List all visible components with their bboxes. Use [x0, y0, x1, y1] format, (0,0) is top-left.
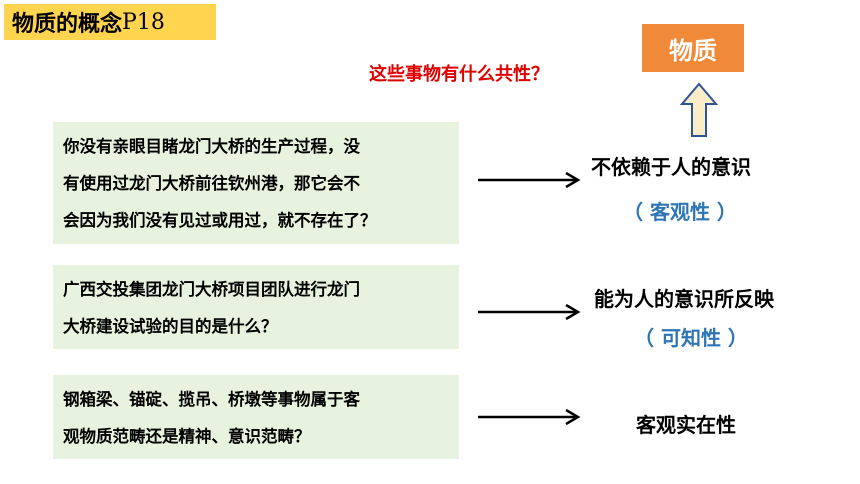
panel-line: 广西交投集团龙门大桥项目团队进行龙门: [63, 280, 360, 299]
question-panel-2: 广西交投集团龙门大桥项目团队进行龙门 大桥建设试验的目的是什么？: [53, 265, 459, 349]
result-sub-1: （ 客观性 ）: [623, 200, 737, 224]
question-panel-1: 你没有亲眼目睹龙门大桥的生产过程，没 有使用过龙门大桥前往钦州港，那它会不 会因…: [53, 122, 459, 244]
panel-line: 你没有亲眼目睹龙门大桥的生产过程，没: [63, 137, 360, 156]
question-panel-3: 钢箱梁、锚碇、揽吊、桥墩等事物属于客 观物质范畴还是精神、意识范畴？: [53, 375, 459, 459]
panel-line: 会因为我们没有见过或用过，就不存在了？: [63, 211, 377, 230]
up-arrow-icon: [680, 82, 718, 137]
result-main-3: 客观实在性: [636, 413, 736, 437]
result-main-2: 能为人的意识所反映: [594, 287, 774, 311]
result-sub-2: （ 可知性 ）: [634, 326, 748, 350]
panel-line: 有使用过龙门大桥前往钦州港，那它会不: [63, 174, 360, 193]
result-main-1: 不依赖于人的意识: [591, 155, 751, 179]
slide-title-page: P18: [122, 9, 165, 35]
panel-line: 钢箱梁、锚碇、揽吊、桥墩等事物属于客: [63, 390, 360, 409]
panel-line: 观物质范畴还是精神、意识范畴？: [63, 427, 311, 446]
question-text: 这些事物有什么共性？: [369, 64, 549, 85]
right-arrow-icon: [478, 304, 581, 320]
right-arrow-icon: [478, 172, 581, 188]
panel-line: 大桥建设试验的目的是什么？: [63, 317, 278, 336]
right-arrow-icon: [478, 409, 581, 425]
matter-box: 物质: [642, 24, 744, 72]
matter-label: 物质: [669, 36, 717, 65]
slide-title-text: 物质的概念: [12, 12, 123, 37]
